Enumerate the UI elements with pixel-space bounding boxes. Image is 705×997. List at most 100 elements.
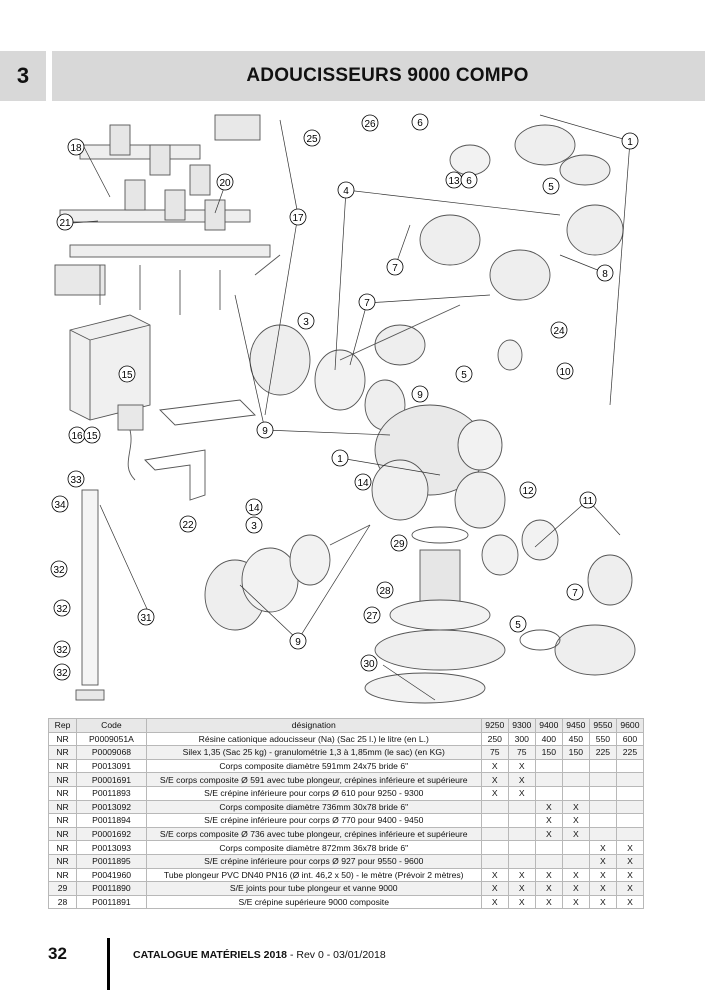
table-cell: NR <box>47 840 78 855</box>
table-cell: 550 <box>588 731 617 747</box>
callout-33: 33 <box>67 470 85 488</box>
callout-15b: 15 <box>83 426 101 444</box>
table-cell: X <box>480 894 509 910</box>
table-cell: NR <box>47 772 78 787</box>
callout-17: 17 <box>289 208 307 226</box>
svg-text:5: 5 <box>548 182 554 193</box>
table-cell: X <box>534 799 563 815</box>
callout-16: 16 <box>68 426 86 444</box>
table-cell: Résine cationique adoucisseur (Na) (Sac … <box>145 731 482 747</box>
table-cell: 400 <box>534 731 563 747</box>
table-cell: X <box>480 758 509 774</box>
table-cell: S/E crépine inférieure pour corps Ø 927 … <box>145 853 482 869</box>
svg-text:7: 7 <box>392 263 398 274</box>
svg-text:20: 20 <box>219 178 231 189</box>
table-cell: NR <box>47 799 78 815</box>
table-cell: 29 <box>47 881 78 896</box>
table-cell: X <box>615 867 645 883</box>
table-cell: X <box>588 894 617 910</box>
svg-text:7: 7 <box>572 588 578 599</box>
callout-11: 11 <box>579 491 597 509</box>
column-header: 9550 <box>588 718 617 733</box>
table-cell: NR <box>47 745 78 760</box>
table-cell: P0011894 <box>76 813 147 828</box>
table-cell: X <box>561 867 590 883</box>
callout-22: 22 <box>179 515 197 533</box>
svg-text:34: 34 <box>54 500 66 511</box>
distributor-tube-drawing <box>75 489 105 701</box>
svg-text:7: 7 <box>364 298 370 309</box>
callout-31: 31 <box>137 608 155 626</box>
callout-9b: 9 <box>256 421 274 439</box>
table-cell: P0009051A <box>76 731 147 747</box>
column-header: 9400 <box>534 718 563 733</box>
svg-text:1: 1 <box>627 137 633 148</box>
table-cell: 150 <box>534 745 563 760</box>
svg-text:17: 17 <box>292 213 304 224</box>
svg-text:1: 1 <box>337 454 343 465</box>
table-cell: S/E crépine inférieure pour corps Ø 610 … <box>145 785 482 801</box>
table-cell: X <box>480 867 509 883</box>
table-cell <box>507 799 536 815</box>
strainer-drawing <box>364 526 506 704</box>
table-header-row: Rep Code désignation 9250 9300 9400 9450… <box>47 718 645 733</box>
svg-text:24: 24 <box>553 326 565 337</box>
table-cell: X <box>588 853 617 869</box>
callout-9c: 9 <box>289 632 307 650</box>
table-cell <box>615 758 645 774</box>
table-cell: S/E crépine inférieure pour corps Ø 770 … <box>145 813 482 828</box>
table-cell: S/E corps composite Ø 736 avec tube plon… <box>145 826 482 842</box>
table-cell: NR <box>47 813 78 828</box>
table-cell: X <box>507 867 536 883</box>
svg-text:6: 6 <box>466 176 472 187</box>
svg-text:22: 22 <box>182 520 194 531</box>
callout-5: 5 <box>542 177 560 195</box>
table-cell <box>615 813 645 828</box>
table-cell: P0041960 <box>76 867 147 883</box>
svg-text:32: 32 <box>56 604 68 615</box>
svg-text:12: 12 <box>522 486 534 497</box>
table-cell: NR <box>47 758 78 774</box>
page-title: ADOUCISSEURS 9000 COMPO <box>246 65 529 86</box>
footer-divider <box>107 938 110 990</box>
svg-text:14: 14 <box>248 503 260 514</box>
page-number: 32 <box>48 944 67 963</box>
table-cell: 28 <box>47 894 78 910</box>
transformer-drawing <box>117 404 144 481</box>
table-cell: X <box>588 881 617 896</box>
revision-text: - Rev 0 - 03/01/2018 <box>287 949 386 961</box>
table-cell: P0011895 <box>76 853 147 869</box>
callout-14: 14 <box>354 473 372 491</box>
table-cell <box>534 785 563 801</box>
table-cell: P0001691 <box>76 772 147 787</box>
table-cell: X <box>480 785 509 801</box>
table-cell <box>561 772 590 787</box>
table-cell <box>480 853 509 869</box>
table-cell <box>615 799 645 815</box>
table-cell: 300 <box>507 731 536 747</box>
table-cell <box>615 785 645 801</box>
table-cell <box>588 758 617 774</box>
table-cell <box>480 826 509 842</box>
callout-7: 7 <box>386 258 404 276</box>
table-cell: 75 <box>480 745 509 760</box>
table-cell: 450 <box>561 731 590 747</box>
table-cell: X <box>561 826 590 842</box>
svg-text:10: 10 <box>559 367 571 378</box>
table-cell <box>615 772 645 787</box>
svg-text:3: 3 <box>251 521 257 532</box>
table-cell <box>480 840 509 855</box>
table-cell: Tube plongeur PVC DN40 PN16 (Ø int. 46,2… <box>145 867 482 883</box>
table-cell: Corps composite diamètre 736mm 30x78 bri… <box>145 799 482 815</box>
header-bar: ADOUCISSEURS 9000 COMPO <box>52 51 705 101</box>
svg-text:28: 28 <box>379 586 391 597</box>
callout-12: 12 <box>519 481 537 499</box>
table-cell <box>615 826 645 842</box>
table-cell: 600 <box>615 731 645 747</box>
